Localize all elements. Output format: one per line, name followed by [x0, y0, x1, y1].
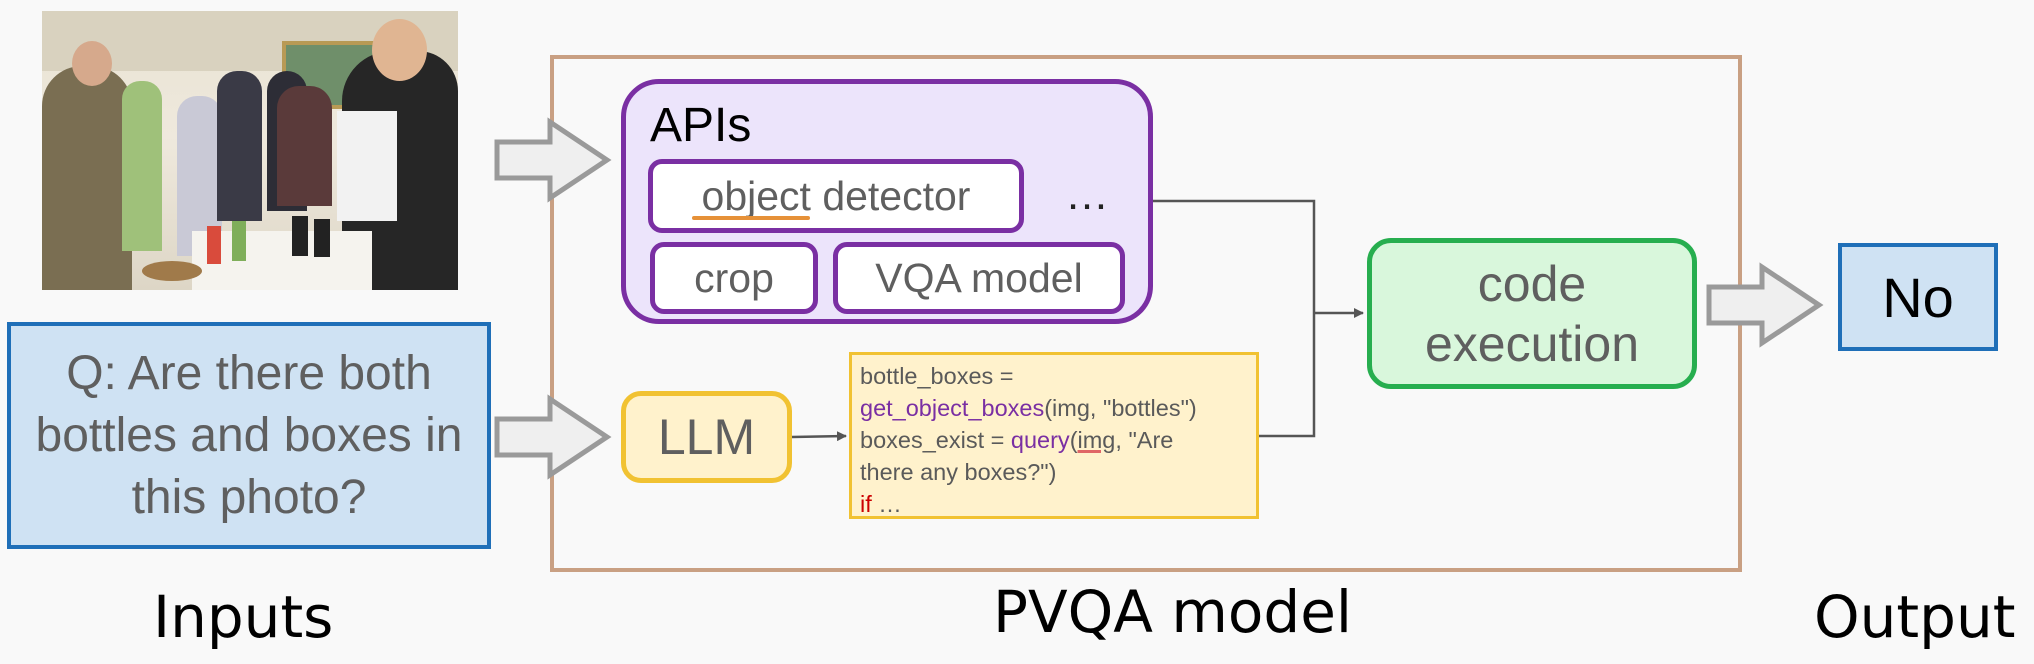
output-answer-box: No — [1838, 243, 1998, 351]
generated-code-box: bottle_boxes = get_object_boxes(img, "bo… — [849, 352, 1259, 519]
code-line-1: bottle_boxes = — [860, 363, 1014, 389]
apis-ellipsis: … — [1065, 170, 1109, 219]
code-line-3: boxes_exist = query(img, "Are — [860, 427, 1174, 453]
vqa-model-label: VQA model — [875, 254, 1083, 301]
question-box: Q: Are there both bottles and boxes in t… — [7, 322, 491, 549]
exec-to-output-arrow — [1706, 262, 1824, 348]
question-to-llm-arrow — [494, 394, 612, 480]
code-to-exec-connector — [1259, 313, 1316, 438]
code-fn-query: query — [1010, 427, 1070, 453]
code-execution-label: code execution — [1424, 255, 1640, 372]
photo-to-apis-arrow — [494, 117, 612, 203]
output-answer: No — [1882, 265, 1954, 329]
apis-to-exec-connector — [1153, 199, 1316, 313]
llm-box: LLM — [621, 391, 792, 483]
code-keyword-if: if — [860, 491, 872, 517]
object-detector-api: object detector — [648, 159, 1024, 233]
crop-api: crop — [650, 242, 818, 314]
code-line-4: there any boxes?") — [860, 459, 1057, 485]
code-img-underlined: img — [1077, 427, 1116, 453]
object-underline-mark — [692, 216, 810, 220]
vqa-model-api: VQA model — [833, 242, 1125, 314]
llm-to-code-connector — [791, 431, 847, 442]
code-fn-get-object-boxes: get_object_boxes — [860, 395, 1045, 421]
question-text: Q: Are there both bottles and boxes in t… — [35, 346, 463, 524]
apis-title: APIs — [650, 99, 752, 152]
object-detector-label: object detector — [701, 172, 971, 219]
pvqa-model-label: PVQA model — [993, 578, 1353, 646]
llm-label: LLM — [657, 409, 756, 465]
crop-label: crop — [694, 254, 774, 301]
code-line-5: if … — [860, 491, 902, 517]
code-execution-box: code execution — [1367, 238, 1697, 389]
input-photo — [42, 11, 458, 290]
output-label: Output — [1814, 583, 2016, 651]
inputs-label: Inputs — [153, 583, 334, 651]
code-line-2: get_object_boxes(img, "bottles") — [860, 395, 1197, 421]
